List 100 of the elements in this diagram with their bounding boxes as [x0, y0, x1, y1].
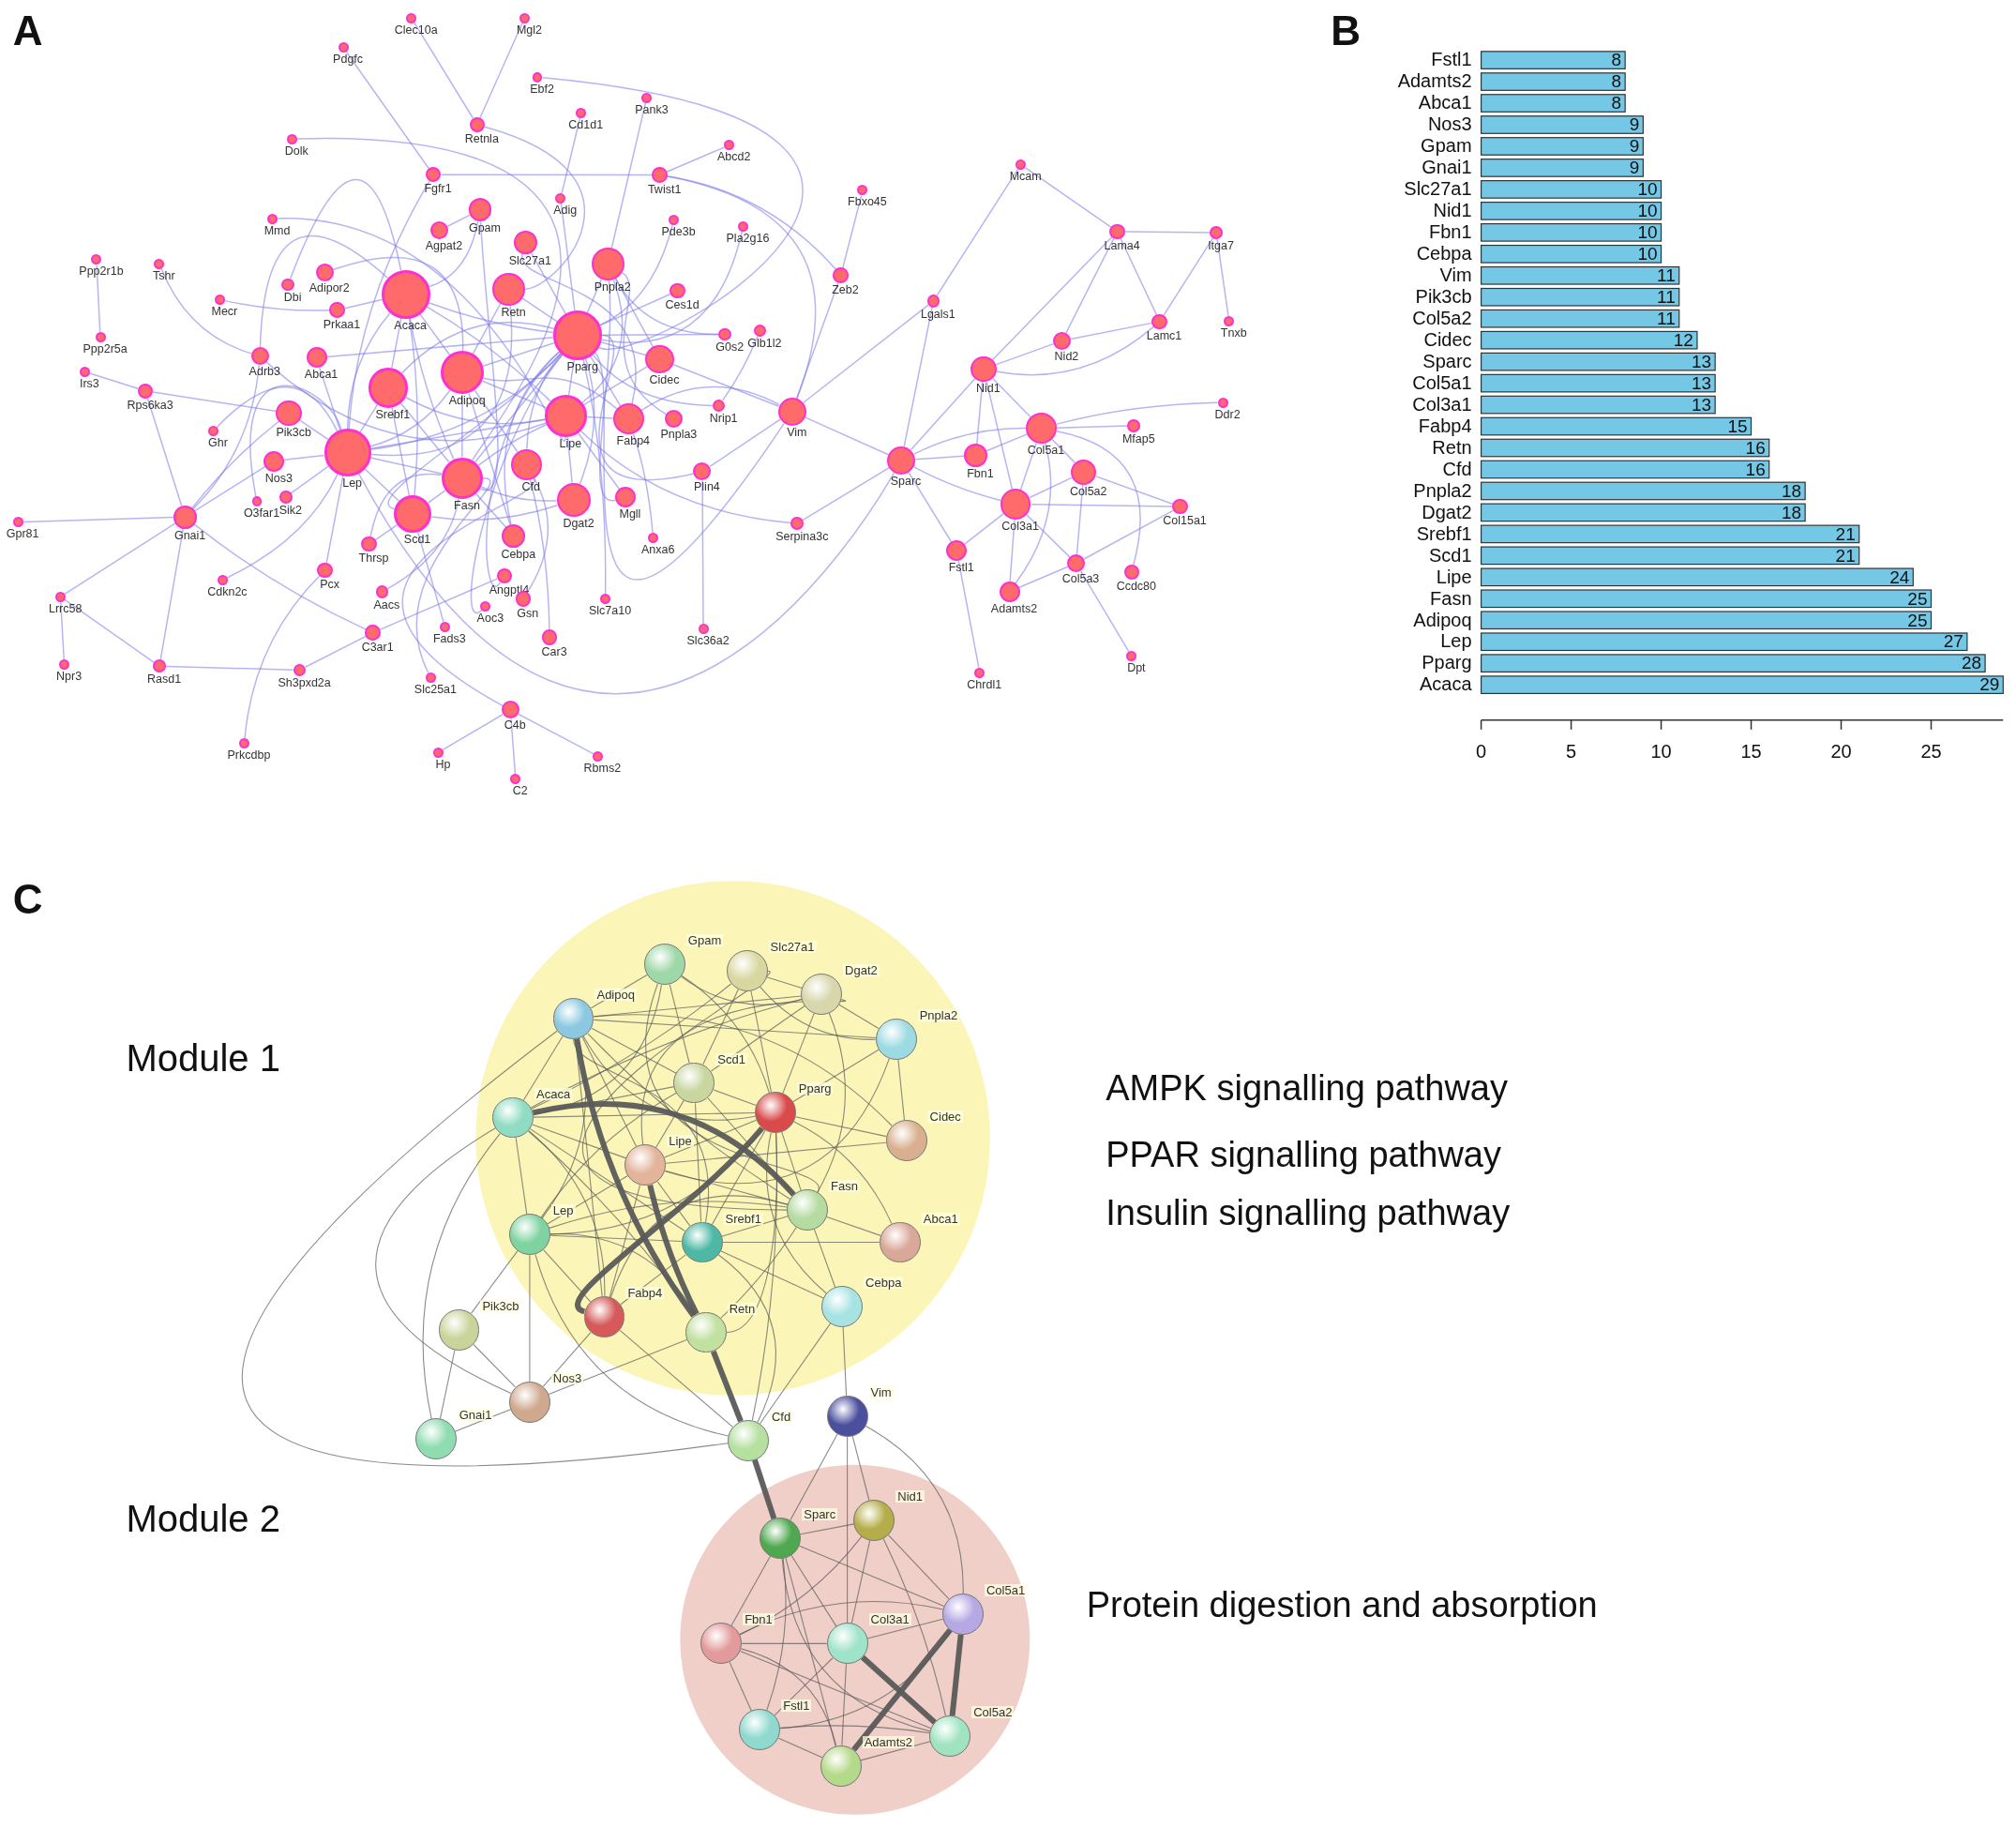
category-label: Pnpla2 — [1413, 479, 1472, 501]
category-label: Col5a1 — [1412, 371, 1472, 393]
network-edge — [482, 377, 618, 410]
gene-label: Lgals1 — [919, 308, 955, 321]
value-label: 25 — [1907, 610, 1928, 630]
gene-label: Slc27a1 — [507, 254, 551, 267]
gene-label: Lrrc58 — [47, 602, 83, 615]
network-edge — [593, 1019, 877, 1039]
network-edge — [386, 497, 459, 590]
category-label: Col5a2 — [1412, 307, 1472, 328]
network-edge — [1029, 476, 1074, 499]
network-edge — [224, 299, 331, 311]
network-edge — [399, 401, 450, 463]
network-edge — [579, 430, 792, 524]
network-edge — [541, 77, 802, 350]
network-edge — [1065, 237, 1115, 334]
network-edge — [529, 478, 550, 630]
network-edge — [587, 1033, 791, 1201]
pathway-label: Protein digestion and absorption — [1086, 1587, 1598, 1623]
gene-label: Dpt — [1126, 661, 1146, 674]
gene-label: Dolk — [283, 144, 308, 158]
gene-label: Dbi — [282, 292, 302, 304]
network-edge — [777, 1737, 823, 1759]
gene-label: Lipe — [667, 1135, 694, 1148]
network-edge — [669, 984, 690, 1064]
network-edge — [792, 1049, 880, 1103]
network-edge — [379, 578, 498, 631]
gene-label: Acaca — [393, 319, 428, 332]
network-edge — [799, 1545, 945, 1607]
value-label: 10 — [1637, 244, 1658, 264]
gene-label: Col3a1 — [868, 1613, 911, 1626]
network-edge — [440, 174, 653, 176]
gene-label: Ebf2 — [529, 83, 554, 96]
network-edge — [790, 1554, 837, 1627]
network-edge — [664, 1170, 789, 1205]
gene-label: Ccdc80 — [1115, 581, 1156, 593]
network-edge — [664, 1119, 758, 1158]
gene-label: Cidec — [648, 374, 680, 386]
value-label: 8 — [1611, 50, 1622, 70]
network-edge — [364, 467, 400, 502]
gene-label: Chrdl1 — [966, 678, 1002, 691]
network-edge — [766, 1558, 787, 1712]
network-edge — [473, 1343, 517, 1388]
gene-label: Mfap5 — [1121, 432, 1155, 446]
network-edge — [526, 353, 563, 450]
network-edge — [369, 304, 513, 457]
network-edge — [985, 381, 1014, 491]
gene-label: Fbxo45 — [847, 196, 887, 208]
network-edge — [454, 1409, 512, 1432]
network-edge — [599, 224, 673, 326]
gene-label: Cd1d1 — [567, 119, 604, 131]
network-edge — [430, 505, 559, 521]
network-edge — [299, 419, 329, 441]
network-edge — [549, 1233, 697, 1316]
gene-label: Fstl1 — [781, 1700, 812, 1713]
network-edge — [152, 391, 278, 413]
network-edge — [540, 1092, 677, 1218]
network-edge — [592, 354, 714, 407]
category-label: Acaca — [1420, 673, 1472, 695]
tick-label: 20 — [1830, 740, 1852, 762]
category-label: Vim — [1439, 264, 1472, 286]
network-edge — [957, 559, 980, 669]
network-edge — [528, 1130, 695, 1317]
network-edge — [529, 1128, 685, 1231]
network-edge — [577, 431, 621, 491]
network-edge — [402, 476, 535, 707]
network-edge — [521, 252, 637, 405]
gene-label: Adipoq — [447, 395, 486, 407]
network-edge — [751, 1132, 778, 1421]
gene-label: Cebpa — [864, 1277, 904, 1290]
gene-label: Nid1 — [974, 383, 1000, 395]
network-edge — [1019, 442, 1038, 491]
network-edge — [567, 358, 576, 397]
network-edge — [1030, 504, 1174, 507]
gene-label: Adipoq — [594, 989, 637, 1001]
network-edge — [717, 1254, 776, 1423]
network-edge — [159, 527, 185, 661]
value-label: 24 — [1889, 567, 1910, 587]
network-edge — [642, 999, 847, 1146]
network-edge — [665, 1141, 887, 1164]
network-edge — [325, 336, 554, 358]
gene-label: Aacs — [372, 598, 400, 612]
network-edge — [590, 974, 648, 1009]
network-edge — [1051, 438, 1076, 464]
network-edge — [601, 230, 744, 343]
network-edge — [542, 1332, 592, 1387]
network-edge — [160, 267, 252, 355]
gene-label: C2 — [511, 785, 528, 797]
network-edge — [345, 51, 429, 170]
network-edge — [64, 598, 156, 664]
gene-label: Pde3b — [660, 226, 696, 238]
gene-label: Nid2 — [1053, 350, 1079, 363]
category-label: Gpam — [1421, 135, 1472, 157]
network-edge — [796, 281, 839, 400]
network-edge — [528, 1130, 606, 1297]
network-edge — [325, 475, 344, 564]
network-edge — [446, 214, 471, 227]
gene-label: Adig — [552, 204, 578, 217]
gene-label: Angptl4 — [488, 584, 530, 597]
network-edge — [22, 516, 174, 523]
